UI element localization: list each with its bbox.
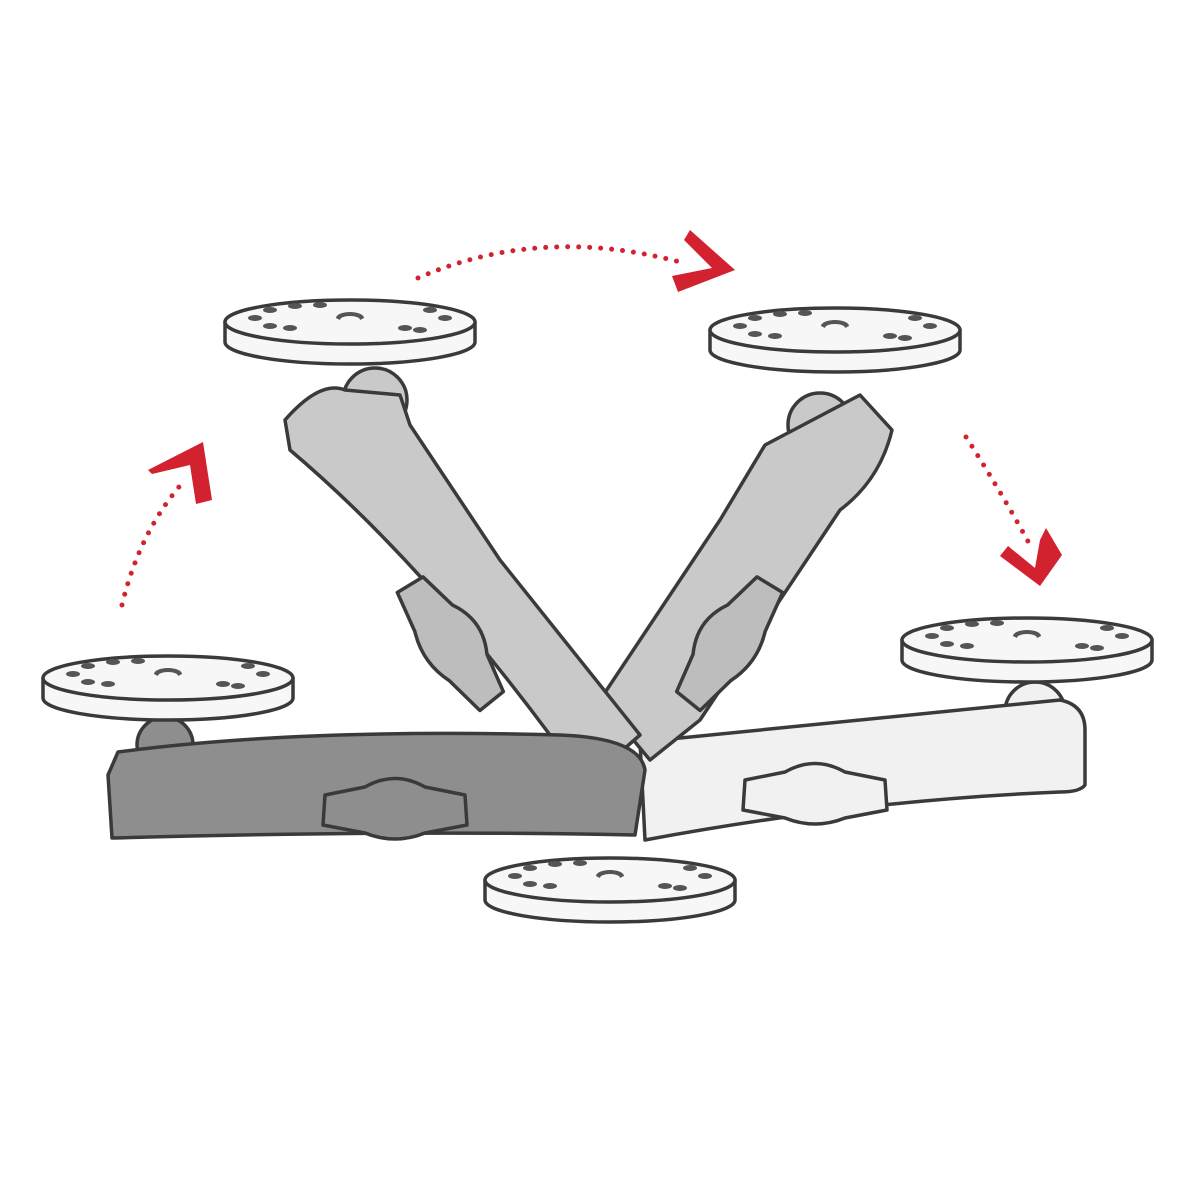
mount-plate-icon <box>900 616 1154 684</box>
socket-arm-icon <box>283 366 642 772</box>
mount-plate-icon <box>483 856 737 924</box>
socket-arm-icon <box>106 715 647 841</box>
mount-plate-icon <box>41 654 295 722</box>
mount-plate-icon <box>708 306 962 374</box>
rotation-arrow-icon <box>119 230 1062 608</box>
socket-arm-icon <box>598 391 894 762</box>
socket-arm-icon <box>638 680 1087 842</box>
mount-plate-icon <box>223 298 477 366</box>
